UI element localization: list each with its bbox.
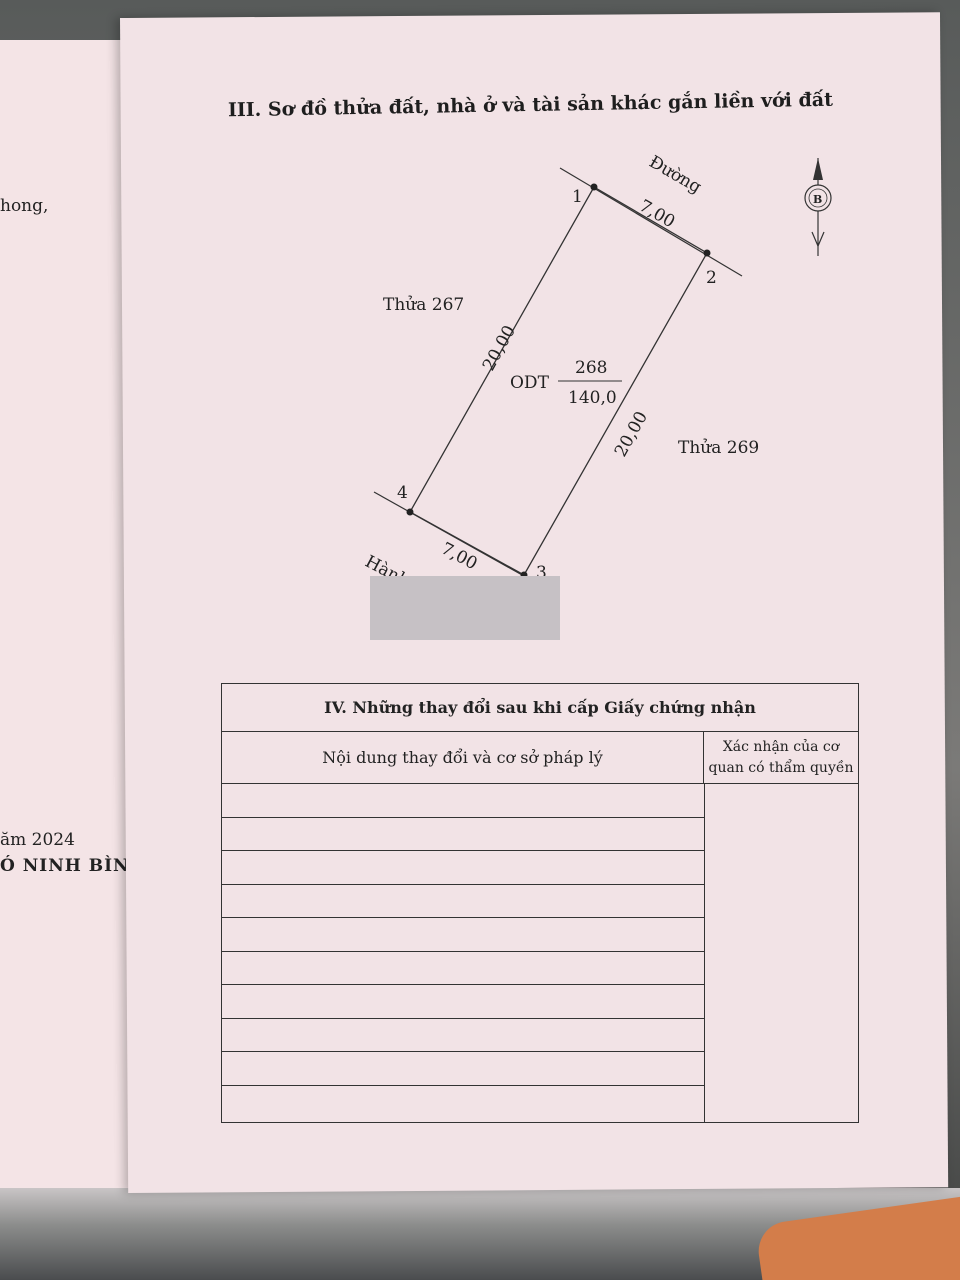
corner-point-1	[590, 183, 598, 191]
north-arrow-icon	[804, 158, 832, 256]
road-label-top: Đường	[646, 152, 705, 198]
table-row	[222, 784, 704, 818]
corner-label-2: 2	[706, 268, 717, 288]
edge-length-bottom: 7,00	[438, 539, 481, 574]
authority-header-line-1: Xác nhận của cơ	[722, 739, 840, 755]
section-4-table: IV. Những thay đổi sau khi cấp Giấy chứn…	[221, 683, 859, 1123]
table-row	[222, 1052, 704, 1086]
left-page-fragment-1: hong,	[0, 196, 49, 216]
section-4-title: IV. Những thay đổi sau khi cấp Giấy chứn…	[222, 684, 858, 732]
road-line-top	[559, 167, 743, 277]
edge-length-left: 20,00	[479, 322, 520, 374]
left-page-fragment-3: Ó NINH BÌNH	[0, 856, 147, 876]
corner-point-4	[406, 508, 414, 516]
table-row	[222, 918, 704, 952]
table-row	[222, 952, 704, 985]
authority-confirmation-cell	[704, 784, 858, 1122]
corner-point-2	[703, 249, 711, 257]
authority-confirmation-header: Xác nhận của cơ quan có thẩm quyền	[704, 732, 858, 784]
table-row	[222, 818, 704, 851]
table-row	[222, 885, 704, 918]
left-page	[0, 40, 140, 1190]
table-row	[222, 1086, 704, 1120]
edge-length-right: 20,00	[611, 408, 652, 460]
parcel-number: 268	[575, 358, 607, 378]
neighbor-parcel-left: Thửa 267	[383, 295, 464, 315]
parcel-area: 140,0	[568, 388, 617, 408]
left-page-fragment-2: ăm 2024	[0, 830, 75, 850]
north-label: B	[813, 193, 822, 206]
table-row	[222, 851, 704, 885]
edge-length-top: 7,00	[636, 196, 679, 232]
corner-label-3: 3	[536, 563, 547, 583]
table-row	[222, 985, 704, 1019]
redacted-area	[370, 576, 560, 640]
changes-content-header: Nội dung thay đổi và cơ sở pháp lý	[222, 732, 704, 784]
table-row	[222, 1019, 704, 1052]
authority-header-line-2: quan có thẩm quyền	[708, 760, 854, 776]
parcel-land-type: ODT	[510, 373, 550, 393]
corner-label-4: 4	[397, 483, 408, 503]
corner-label-1: 1	[572, 187, 583, 207]
neighbor-parcel-right: Thửa 269	[678, 438, 759, 458]
